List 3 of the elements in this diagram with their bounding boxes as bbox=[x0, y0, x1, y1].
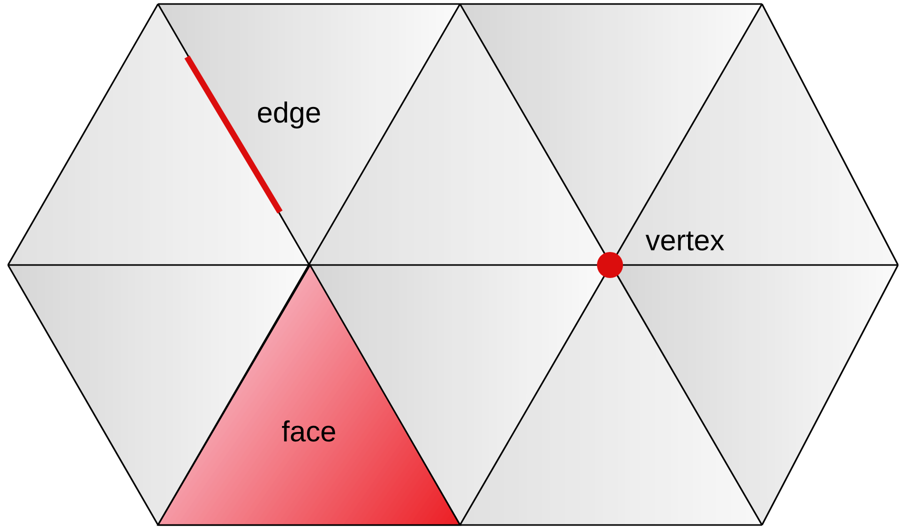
label: vertex bbox=[646, 231, 724, 250]
label: face bbox=[282, 420, 336, 442]
label: edge bbox=[258, 101, 320, 129]
